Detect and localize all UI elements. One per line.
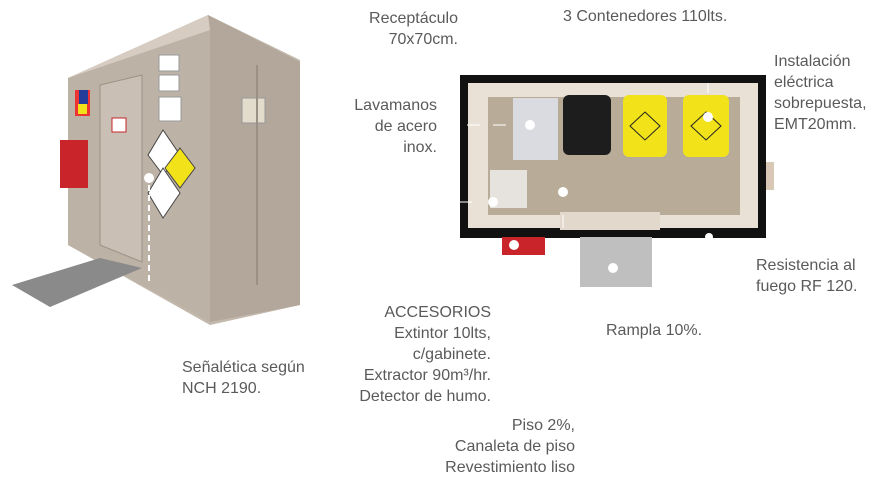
label-line: ACCESORIOS <box>384 304 491 321</box>
label-piso: Piso 2%, Canaleta de piso Revestimiento … <box>445 415 575 478</box>
label-line: Receptáculo <box>369 10 458 27</box>
label-line: 3 Contenedores 110lts. <box>563 8 728 25</box>
receptacle <box>513 98 558 160</box>
label-rampla: Rampla 10%. <box>606 320 702 341</box>
label-accesorios: ACCESORIOS Extintor 10lts, c/gabinete. E… <box>359 302 491 407</box>
label-line: Rampla 10%. <box>606 322 703 339</box>
ramp-plan <box>580 237 652 287</box>
black-container <box>563 95 611 155</box>
label-line: Señalética según <box>182 359 305 376</box>
label-line: Instalación <box>774 53 851 70</box>
module-3d-render <box>12 15 300 325</box>
label-resistencia: Resistencia al fuego RF 120. <box>756 255 857 297</box>
yellow-container <box>623 95 667 157</box>
label-line: 70x70cm. <box>388 31 458 48</box>
label-contenedores: 3 Contenedores 110lts. <box>563 6 727 27</box>
label-line: EMT20mm. <box>774 116 857 133</box>
label-line: c/gabinete. <box>412 346 491 363</box>
extinguisher-plan <box>502 237 545 255</box>
label-line: eléctrica <box>774 74 834 91</box>
label-line: Lavamanos <box>354 97 437 114</box>
label-senaletica: Señalética según NCH 2190. <box>182 357 305 399</box>
yellow-container <box>683 95 729 157</box>
extinguisher-cabinet <box>60 140 88 188</box>
label-receptaculo: Receptáculo 70x70cm. <box>369 8 458 50</box>
label-line: NCH 2190. <box>182 380 262 397</box>
label-line: Piso 2%, <box>511 417 575 434</box>
floor-plan <box>460 75 774 287</box>
label-line: Extractor 90m³/hr. <box>363 367 491 384</box>
label-line: inox. <box>403 139 437 156</box>
label-line: Revestimiento liso <box>445 459 575 476</box>
radioactive-sign <box>164 147 196 189</box>
label-line: Resistencia al <box>756 257 856 274</box>
label-line: Detector de humo. <box>359 388 491 405</box>
label-line: sobrepuesta, <box>774 95 867 112</box>
ramp-3d <box>12 258 142 307</box>
label-line: Canaleta de piso <box>454 438 575 455</box>
label-line: de acero <box>374 118 437 135</box>
infectious-sign <box>147 167 181 219</box>
label-lavamanos: Lavamanos de acero inox. <box>354 95 437 158</box>
label-instalacion: Instalación eléctrica sobrepuesta, EMT20… <box>774 51 867 135</box>
label-line: Extintor 10lts, <box>394 325 491 342</box>
label-line: fuego RF 120. <box>756 278 858 295</box>
